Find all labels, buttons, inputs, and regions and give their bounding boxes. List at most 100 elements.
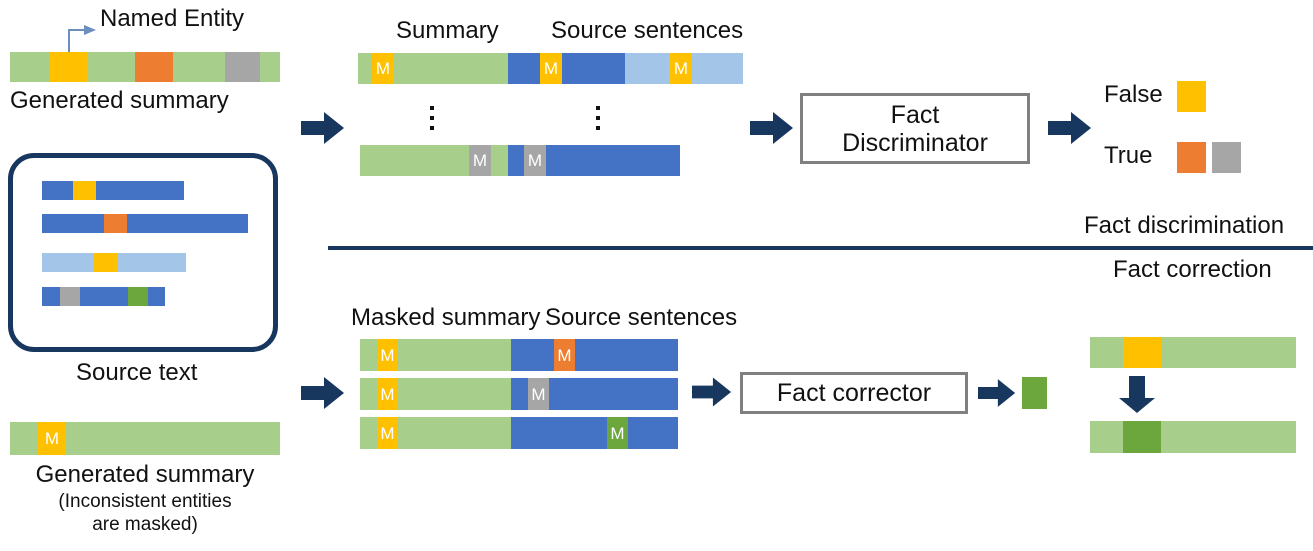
- arrow-right-icon-to-discrimination: [301, 112, 344, 144]
- masked-token-segment: M: [607, 417, 628, 449]
- source-text-row: [42, 253, 186, 272]
- masked-token-segment: M: [670, 53, 692, 84]
- legend-true-swatch-orange: [1177, 142, 1206, 173]
- token-segment: [398, 378, 511, 410]
- token-segment: [148, 287, 165, 306]
- token-segment: [575, 339, 678, 371]
- token-segment: [42, 214, 104, 233]
- arrow-down-icon-correction-applied: [1119, 376, 1155, 413]
- token-segment: [360, 378, 377, 410]
- token-segment: [88, 52, 135, 82]
- token-segment: [42, 287, 60, 306]
- masked-token-segment: M: [524, 145, 546, 176]
- token-segment: [628, 417, 678, 449]
- masked-token-segment: M: [377, 417, 398, 449]
- section-divider: [328, 246, 1313, 250]
- token-segment: [127, 214, 248, 233]
- correction-masked-summary-header: Masked summary: [351, 304, 541, 331]
- token-segment: [96, 181, 184, 200]
- named-entity-callout-horizontal-line: [68, 29, 86, 31]
- masked-token-segment: M: [377, 339, 398, 371]
- token-segment: [94, 253, 117, 272]
- masked-token-segment: M: [554, 339, 575, 371]
- generated-summary-caption: Generated summary: [10, 87, 229, 114]
- section-label-fact-correction: Fact correction: [1113, 256, 1272, 283]
- legend-false-swatch-yellow: [1177, 81, 1206, 112]
- masked-summary-caption-line2: (Inconsistent entities: [58, 491, 232, 512]
- token-segment: [491, 145, 508, 176]
- legend-false-label: False: [1104, 81, 1163, 108]
- predicted-token-swatch: [1022, 377, 1047, 409]
- generated-summary-bar: [10, 52, 280, 82]
- vertical-ellipsis-source: [596, 106, 600, 130]
- token-segment: [546, 145, 680, 176]
- token-segment: [562, 53, 625, 84]
- token-segment: [692, 53, 743, 84]
- legend-true-swatch-gray: [1212, 142, 1241, 173]
- correction-source-sentences-header: Source sentences: [545, 304, 738, 331]
- fact-discriminator-line1: Fact: [890, 100, 940, 129]
- token-segment: [42, 253, 94, 272]
- masked-summary-caption-line3: are masked): [92, 514, 198, 535]
- masked-token-segment: M: [37, 422, 66, 455]
- token-segment: [224, 52, 260, 82]
- token-segment: [10, 52, 50, 82]
- token-segment: [10, 422, 38, 455]
- masked-generated-summary-bar: M: [10, 422, 280, 455]
- fact-corrector-box[interactable]: Fact corrector: [740, 372, 968, 414]
- token-segment: [104, 214, 127, 233]
- token-segment: [135, 52, 173, 82]
- token-segment: [60, 287, 80, 306]
- masked-token-segment: M: [372, 53, 394, 84]
- arrow-right-icon-to-correction: [301, 377, 344, 409]
- source-text-row: [42, 287, 165, 306]
- token-segment: [549, 378, 678, 410]
- token-segment: [259, 52, 280, 82]
- section-label-fact-discrimination: Fact discrimination: [1084, 212, 1285, 239]
- output-summary-before-correction: [1090, 337, 1296, 368]
- fact-corrector-line1: Fact corrector: [776, 379, 932, 407]
- token-segment: [508, 53, 540, 84]
- token-segment: [511, 378, 528, 410]
- token-segment: [1122, 337, 1161, 368]
- legend-true-label: True: [1104, 142, 1153, 169]
- source-text-caption: Source text: [76, 359, 198, 386]
- masked-token-segment: M: [469, 145, 491, 176]
- discrimination-source-sentences-header: Source sentences: [551, 17, 744, 44]
- fact-discriminator-line2: Discriminator: [842, 128, 988, 157]
- fact-discriminator-box[interactable]: Fact Discriminator: [800, 93, 1030, 164]
- output-summary-after-correction: [1090, 421, 1296, 453]
- masked-token-segment: M: [528, 378, 549, 410]
- token-segment: [625, 53, 670, 84]
- token-segment: [1160, 337, 1296, 368]
- token-segment: [73, 181, 96, 200]
- source-text-row: [42, 181, 184, 200]
- arrow-right-icon-to-legend: [1048, 112, 1091, 144]
- arrow-right-icon-to-fact-corrector: [692, 377, 732, 407]
- masked-summary-caption-line1: Generated summary: [35, 461, 255, 488]
- arrow-right-icon-to-predicted-token: [978, 379, 1016, 407]
- token-segment: [1090, 421, 1123, 453]
- token-segment: [360, 339, 377, 371]
- token-segment: [42, 181, 73, 200]
- discrimination-summary-header: Summary: [396, 17, 499, 44]
- token-segment: [394, 53, 508, 84]
- named-entity-callout-vertical-line: [68, 30, 70, 58]
- token-segment: [173, 52, 225, 82]
- source-text-row: [42, 214, 248, 233]
- token-segment: [65, 422, 280, 455]
- token-segment: [511, 417, 607, 449]
- token-segment: [511, 339, 554, 371]
- masked-token-segment: M: [540, 53, 562, 84]
- token-segment: [398, 339, 511, 371]
- named-entity-arrow-icon: [84, 25, 96, 35]
- token-segment: [1122, 421, 1161, 453]
- token-segment: [1160, 421, 1296, 453]
- named-entity-label: Named Entity: [100, 5, 245, 32]
- token-segment: [117, 253, 186, 272]
